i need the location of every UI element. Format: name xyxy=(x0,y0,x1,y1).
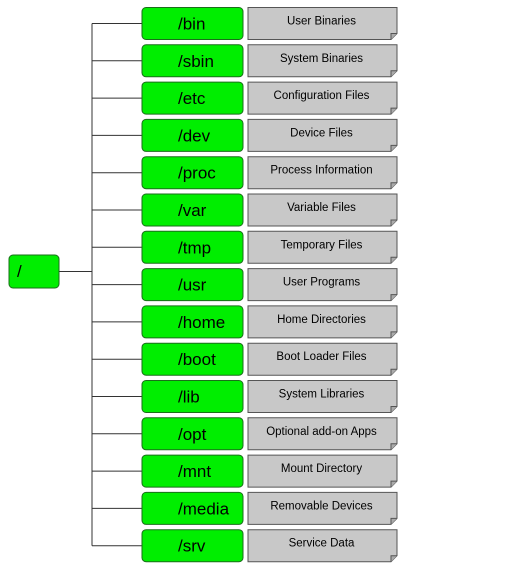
directory-node-label: /bin xyxy=(178,15,205,34)
directory-node-box xyxy=(141,491,244,525)
description-label: Temporary Files xyxy=(281,239,363,251)
directory-node-label: /etc xyxy=(178,89,206,108)
description-label: User Binaries xyxy=(287,16,356,28)
note-fold-corner xyxy=(390,443,397,450)
tree-connectors xyxy=(59,23,142,547)
directory-node-label: /proc xyxy=(178,164,216,183)
description-label: Home Directories xyxy=(277,314,366,326)
directory-row: /home Home Directories xyxy=(141,305,398,339)
description-label: Boot Loader Files xyxy=(276,351,366,363)
directory-node-box xyxy=(141,193,244,227)
directory-node-box xyxy=(141,454,244,488)
directory-node-label: /dev xyxy=(178,126,211,145)
description-label: Device Files xyxy=(290,127,353,139)
note-fold-corner xyxy=(390,331,397,338)
directory-node-box xyxy=(141,342,244,376)
directory-row: /sbin System Binaries xyxy=(141,44,398,78)
directory-node-label: /opt xyxy=(178,425,207,444)
note-fold-corner xyxy=(390,107,397,115)
directory-node-box xyxy=(141,268,244,302)
description-label: Variable Files xyxy=(287,202,356,214)
directory-row: /boot Boot Loader Files xyxy=(141,342,398,376)
description-label: System Libraries xyxy=(279,389,365,401)
directory-node-box xyxy=(141,417,244,451)
directory-row: /proc Process Information xyxy=(141,156,398,190)
directory-node-label: /media xyxy=(178,499,230,518)
root-node-label: / xyxy=(17,262,22,281)
directory-node-label: /tmp xyxy=(178,238,211,257)
note-fold-corner xyxy=(390,555,397,562)
directory-row: /srv Service Data xyxy=(141,529,398,563)
directory-row: /tmp Temporary Files xyxy=(141,230,398,264)
directory-row: /dev Device Files xyxy=(141,118,398,152)
description-label: Process Information xyxy=(270,165,372,177)
directory-node-label: /mnt xyxy=(178,462,211,481)
directory-row: /var Variable Files xyxy=(141,193,398,227)
directory-node-box xyxy=(141,7,244,40)
directory-node-label: /boot xyxy=(178,350,216,369)
directory-node-label: /usr xyxy=(178,276,207,295)
description-label: User Programs xyxy=(283,277,361,289)
directory-node-box xyxy=(141,44,244,78)
directory-node-box xyxy=(141,156,244,190)
directory-node-label: /var xyxy=(178,201,207,220)
note-fold-corner xyxy=(390,256,397,264)
note-fold-corner xyxy=(390,294,397,301)
directory-row: /lib System Libraries xyxy=(141,380,398,413)
directory-row: /mnt Mount Directory xyxy=(141,454,398,488)
note-fold-corner xyxy=(390,70,397,77)
directory-row: /opt Optional add-on Apps xyxy=(141,417,398,451)
description-label: Mount Directory xyxy=(281,463,362,475)
note-fold-corner xyxy=(390,480,397,488)
directory-rows: /bin User Binaries/sbin System Binaries/et… xyxy=(141,7,398,563)
directory-node-box xyxy=(141,230,244,264)
note-fold-corner xyxy=(390,406,397,413)
note-fold-corner xyxy=(390,517,397,525)
note-fold-corner xyxy=(390,33,397,40)
description-label: System Binaries xyxy=(280,53,363,65)
note-fold-corner xyxy=(390,219,397,226)
note-fold-corner xyxy=(390,368,397,376)
note-fold-corner xyxy=(390,182,397,189)
directory-node-box xyxy=(141,305,244,339)
description-label: Service Data xyxy=(289,538,355,550)
note-fold-corner xyxy=(390,144,397,152)
directory-row: /etc Configuration Files xyxy=(141,81,398,115)
description-label: Optional add-on Apps xyxy=(266,426,377,438)
directory-node-box xyxy=(141,81,244,115)
root-node-box xyxy=(8,254,60,289)
description-label: Configuration Files xyxy=(274,90,370,102)
directory-node-box xyxy=(141,118,244,152)
description-label: Removable Devices xyxy=(270,500,373,512)
directory-node-box xyxy=(141,380,244,413)
directory-node-box xyxy=(141,529,244,563)
directory-node-label: /srv xyxy=(178,537,206,556)
directory-row: /usr User Programs xyxy=(141,268,398,302)
directory-row: /bin User Binaries xyxy=(141,7,398,40)
directory-node-label: /lib xyxy=(178,388,200,407)
directory-row: /media Removable Devices xyxy=(141,491,398,525)
directory-node-label: /home xyxy=(178,313,225,332)
root-node: / xyxy=(8,254,60,289)
directory-node-label: /sbin xyxy=(178,52,214,71)
